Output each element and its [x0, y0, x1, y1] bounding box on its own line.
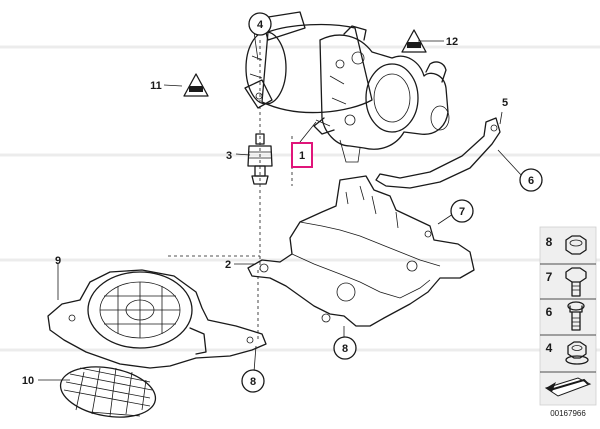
bolt-icon	[565, 267, 587, 297]
svg-text:8: 8	[250, 376, 256, 388]
panel-item-bolt[interactable]: 7	[546, 267, 587, 297]
fan-shroud-icon[interactable]	[47, 269, 267, 369]
svg-text:4: 4	[257, 19, 264, 31]
carrier-bracket-icon[interactable]	[247, 175, 475, 327]
svg-text:7: 7	[459, 206, 465, 218]
panel-item-nut[interactable]: 8	[546, 235, 587, 255]
svg-text:2: 2	[225, 259, 231, 271]
callout-8[interactable]: 8	[241, 369, 265, 393]
callout-5[interactable]: 5	[502, 97, 508, 109]
svg-text:1: 1	[299, 150, 305, 162]
watermark-pattern	[0, 45, 600, 352]
callout-2[interactable]: 2	[225, 259, 231, 271]
svg-text:8: 8	[546, 235, 553, 249]
warning-triangle-icon	[401, 29, 427, 53]
callout-9[interactable]: 9	[55, 255, 61, 267]
screw-icon	[567, 301, 585, 331]
pump-motor-icon[interactable]	[244, 11, 450, 163]
svg-text:7: 7	[546, 270, 553, 284]
callout-1[interactable]: 1	[291, 142, 313, 168]
svg-text:4: 4	[546, 341, 553, 355]
panel-item-screw[interactable]: 6	[546, 301, 585, 331]
svg-text:6: 6	[546, 305, 553, 319]
parts-panel: 8 7 6 4	[539, 226, 597, 406]
bracket-icon[interactable]	[375, 111, 503, 189]
callout-4[interactable]: 4	[248, 12, 272, 36]
callout-6[interactable]: 6	[519, 168, 543, 192]
svg-text:6: 6	[528, 175, 534, 187]
collar-nut-icon	[565, 341, 589, 365]
diagram-id: 00167966	[550, 409, 586, 418]
callout-12[interactable]: 12	[446, 36, 458, 48]
svg-text:10: 10	[22, 375, 34, 387]
direction-arrow-icon	[544, 377, 592, 397]
callout-8[interactable]: 8	[333, 336, 357, 360]
fan-grille-icon[interactable]	[57, 360, 160, 424]
rubber-mount-icon[interactable]	[247, 133, 273, 185]
svg-text:8: 8	[342, 343, 348, 355]
callout-11[interactable]: 11	[150, 80, 162, 92]
svg-text:12: 12	[446, 36, 458, 48]
callout-10[interactable]: 10	[22, 375, 34, 387]
leader-lines	[38, 31, 523, 381]
callout-3[interactable]: 3	[226, 150, 232, 162]
nut-icon	[565, 235, 587, 255]
svg-text:9: 9	[55, 255, 61, 267]
callout-7[interactable]: 7	[450, 199, 474, 223]
svg-text:3: 3	[226, 150, 232, 162]
svg-text:11: 11	[150, 80, 162, 92]
warning-triangle-icon	[183, 73, 209, 97]
panel-item-collar-nut[interactable]: 4	[546, 341, 589, 365]
svg-text:5: 5	[502, 97, 508, 109]
